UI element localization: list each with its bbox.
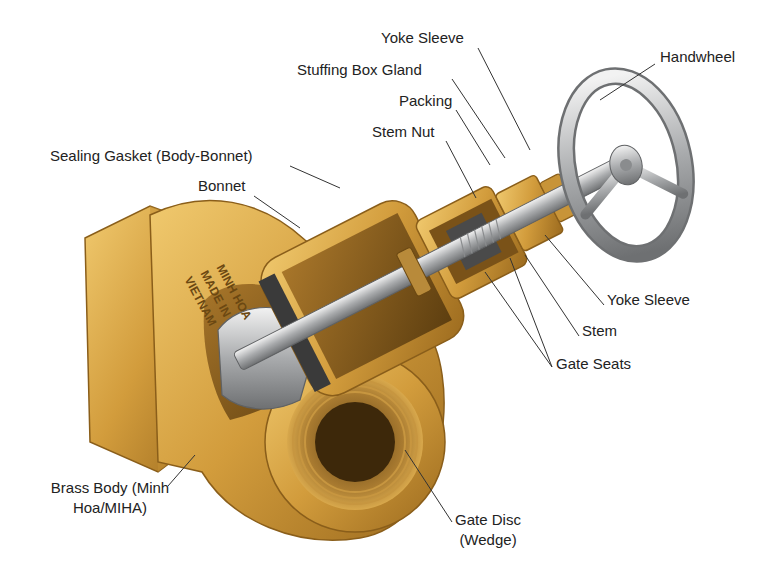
part-label: Sealing Gasket (Body-Bonnet) bbox=[50, 146, 253, 166]
part-label: Brass Body (Minh Hoa/MIHA) bbox=[40, 478, 180, 518]
part-label: Gate Seats bbox=[556, 354, 631, 374]
part-label: Yoke Sleeve bbox=[381, 28, 464, 48]
part-label: Gate Disc (Wedge) bbox=[436, 510, 540, 550]
part-label: Handwheel bbox=[660, 47, 735, 67]
part-label: Stuffing Box Gland bbox=[297, 60, 422, 80]
part-label: Stem Nut bbox=[372, 122, 435, 142]
part-label: Bonnet bbox=[198, 176, 246, 196]
part-label: Stem bbox=[582, 321, 617, 341]
part-label: Yoke Sleeve bbox=[607, 290, 690, 310]
part-label: Packing bbox=[399, 91, 452, 111]
